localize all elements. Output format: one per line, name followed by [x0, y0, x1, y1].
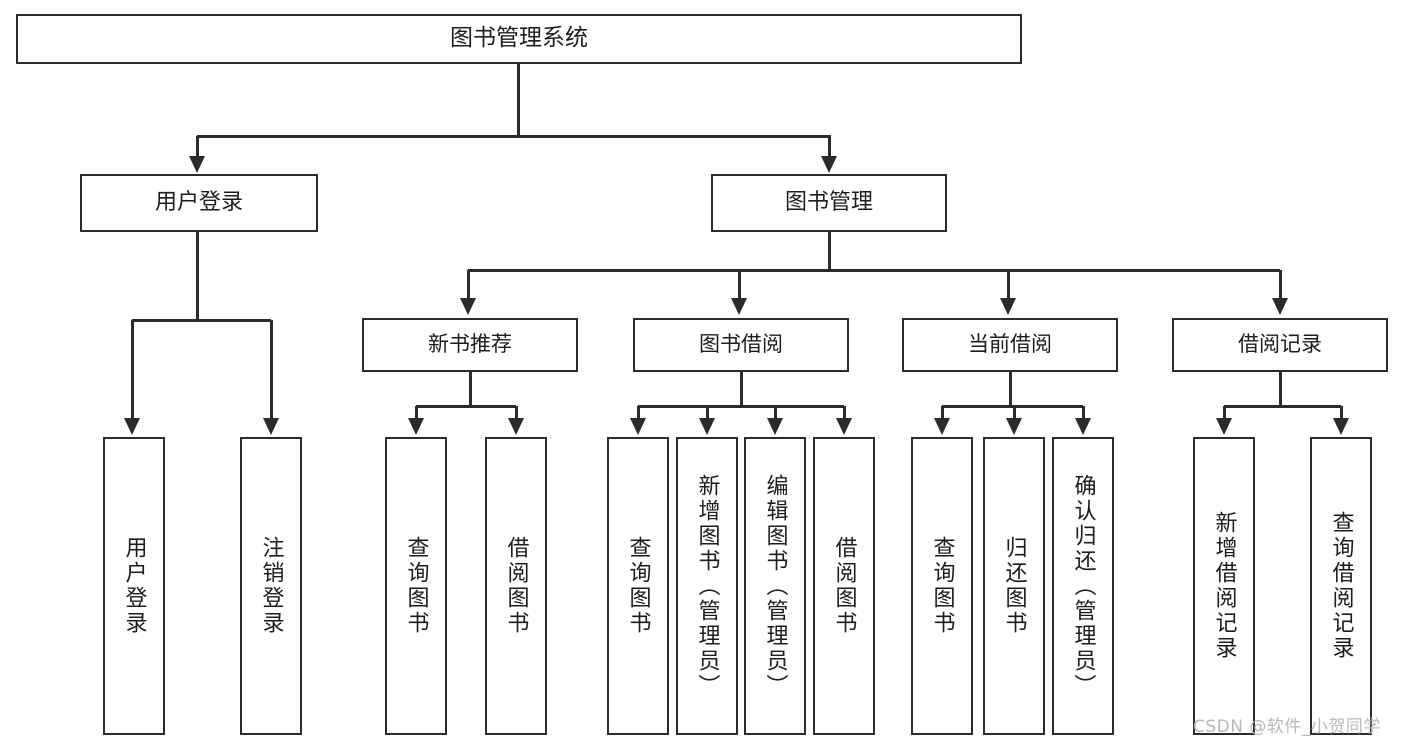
arrow-down-icon [934, 418, 950, 435]
g-current-borrow-drop-line [1009, 372, 1012, 406]
node-leaf-confirm-return-label: 确认归还（管理员） [1070, 473, 1096, 699]
node-leaf-query-book-1[interactable]: 查询图书 [385, 437, 447, 735]
arrow-down-icon [189, 156, 205, 173]
g-book-borrow-branch-line [706, 406, 709, 420]
book-management-branch-line [1279, 270, 1282, 300]
node-leaf-user-login[interactable]: 用户登录 [103, 437, 165, 735]
book-management-branch-line [467, 270, 470, 300]
arrow-down-icon [1333, 418, 1349, 435]
arrow-down-icon [767, 418, 783, 435]
g-current-borrow-bus-line [942, 405, 1083, 408]
g-new-book-recommend-drop-line [469, 372, 472, 406]
arrow-down-icon [699, 418, 715, 435]
node-current-borrow[interactable]: 当前借阅 [902, 318, 1118, 372]
node-leaf-confirm-return[interactable]: 确认归还（管理员） [1052, 437, 1114, 735]
root-drop-line [517, 64, 520, 136]
g-borrow-record-branch-line [1340, 406, 1343, 420]
node-leaf-edit-book-label: 编辑图书（管理员） [762, 473, 788, 699]
node-leaf-user-logout-label: 注销登录 [258, 536, 284, 636]
arrow-down-icon [731, 298, 747, 315]
g-book-borrow-branch-line [843, 406, 846, 420]
node-current-borrow-label: 当前借阅 [968, 332, 1052, 357]
arrow-down-icon [408, 418, 424, 435]
node-leaf-add-record[interactable]: 新增借阅记录 [1193, 437, 1255, 735]
arrow-down-icon [1006, 418, 1022, 435]
arrow-down-icon [460, 298, 476, 315]
g-borrow-record-bus-line [1224, 405, 1341, 408]
node-leaf-query-record-label: 查询借阅记录 [1328, 511, 1354, 661]
node-leaf-add-book-label: 新增图书（管理员） [694, 473, 720, 699]
arrow-down-icon [821, 156, 837, 173]
node-borrow-record[interactable]: 借阅记录 [1172, 318, 1388, 372]
arrow-down-icon [263, 418, 279, 435]
root-branch-line [196, 136, 199, 158]
g-book-borrow-drop-line [740, 372, 743, 406]
book-management-branch-line [1007, 270, 1010, 300]
g-book-borrow-branch-line [637, 406, 640, 420]
node-book-borrow[interactable]: 图书借阅 [633, 318, 849, 372]
book-management-drop-line [828, 232, 831, 270]
node-leaf-borrow-book-1-label: 借阅图书 [503, 536, 529, 636]
g-current-borrow-branch-line [941, 406, 944, 420]
arrow-down-icon [630, 418, 646, 435]
arrow-down-icon [1075, 418, 1091, 435]
arrow-down-icon [1000, 298, 1016, 315]
arrow-down-icon [836, 418, 852, 435]
node-leaf-borrow-book-2-label: 借阅图书 [831, 536, 857, 636]
node-leaf-query-record[interactable]: 查询借阅记录 [1310, 437, 1372, 735]
root-bus-line [197, 135, 831, 138]
node-user-login-label: 用户登录 [154, 189, 243, 215]
g-current-borrow-branch-line [1013, 406, 1016, 420]
node-root-label: 图书管理系统 [450, 25, 588, 52]
user-login-bus-line [132, 319, 271, 322]
arrow-down-icon [124, 418, 140, 435]
node-leaf-edit-book[interactable]: 编辑图书（管理员） [744, 437, 806, 735]
g-new-book-recommend-branch-line [415, 406, 418, 420]
node-book-borrow-label: 图书借阅 [699, 332, 783, 357]
node-leaf-return-book-label: 归还图书 [1001, 536, 1027, 636]
g-borrow-record-branch-line [1223, 406, 1226, 420]
node-root[interactable]: 图书管理系统 [16, 14, 1022, 64]
node-leaf-query-book-2-label: 查询图书 [625, 536, 651, 636]
node-book-management-label: 图书管理 [784, 189, 873, 215]
node-borrow-record-label: 借阅记录 [1238, 332, 1322, 357]
g-current-borrow-branch-line [1082, 406, 1085, 420]
arrow-down-icon [508, 418, 524, 435]
user-login-drop-line [196, 232, 199, 320]
g-new-book-recommend-bus-line [416, 405, 516, 408]
arrow-down-icon [1216, 418, 1232, 435]
node-leaf-borrow-book-2[interactable]: 借阅图书 [813, 437, 875, 735]
user-login-branch-line [270, 320, 273, 420]
node-leaf-query-book-3-label: 查询图书 [929, 536, 955, 636]
node-leaf-add-record-label: 新增借阅记录 [1211, 511, 1237, 661]
node-leaf-query-book-1-label: 查询图书 [403, 536, 429, 636]
node-leaf-return-book[interactable]: 归还图书 [983, 437, 1045, 735]
user-login-branch-line [131, 320, 134, 420]
root-branch-line [828, 136, 831, 158]
book-management-branch-line [738, 270, 741, 300]
g-new-book-recommend-branch-line [515, 406, 518, 420]
node-leaf-user-login-label: 用户登录 [121, 536, 147, 636]
node-leaf-user-logout[interactable]: 注销登录 [240, 437, 302, 735]
node-new-book-recommend-label: 新书推荐 [428, 332, 512, 357]
g-book-borrow-branch-line [774, 406, 777, 420]
node-leaf-query-book-3[interactable]: 查询图书 [911, 437, 973, 735]
node-leaf-borrow-book-1[interactable]: 借阅图书 [485, 437, 547, 735]
book-management-bus-line [468, 269, 1280, 272]
g-borrow-record-drop-line [1279, 372, 1282, 406]
node-user-login[interactable]: 用户登录 [80, 174, 318, 232]
node-leaf-query-book-2[interactable]: 查询图书 [607, 437, 669, 735]
node-leaf-add-book[interactable]: 新增图书（管理员） [676, 437, 738, 735]
arrow-down-icon [1272, 298, 1288, 315]
g-book-borrow-bus-line [638, 405, 844, 408]
node-new-book-recommend[interactable]: 新书推荐 [362, 318, 578, 372]
node-book-management[interactable]: 图书管理 [711, 174, 947, 232]
